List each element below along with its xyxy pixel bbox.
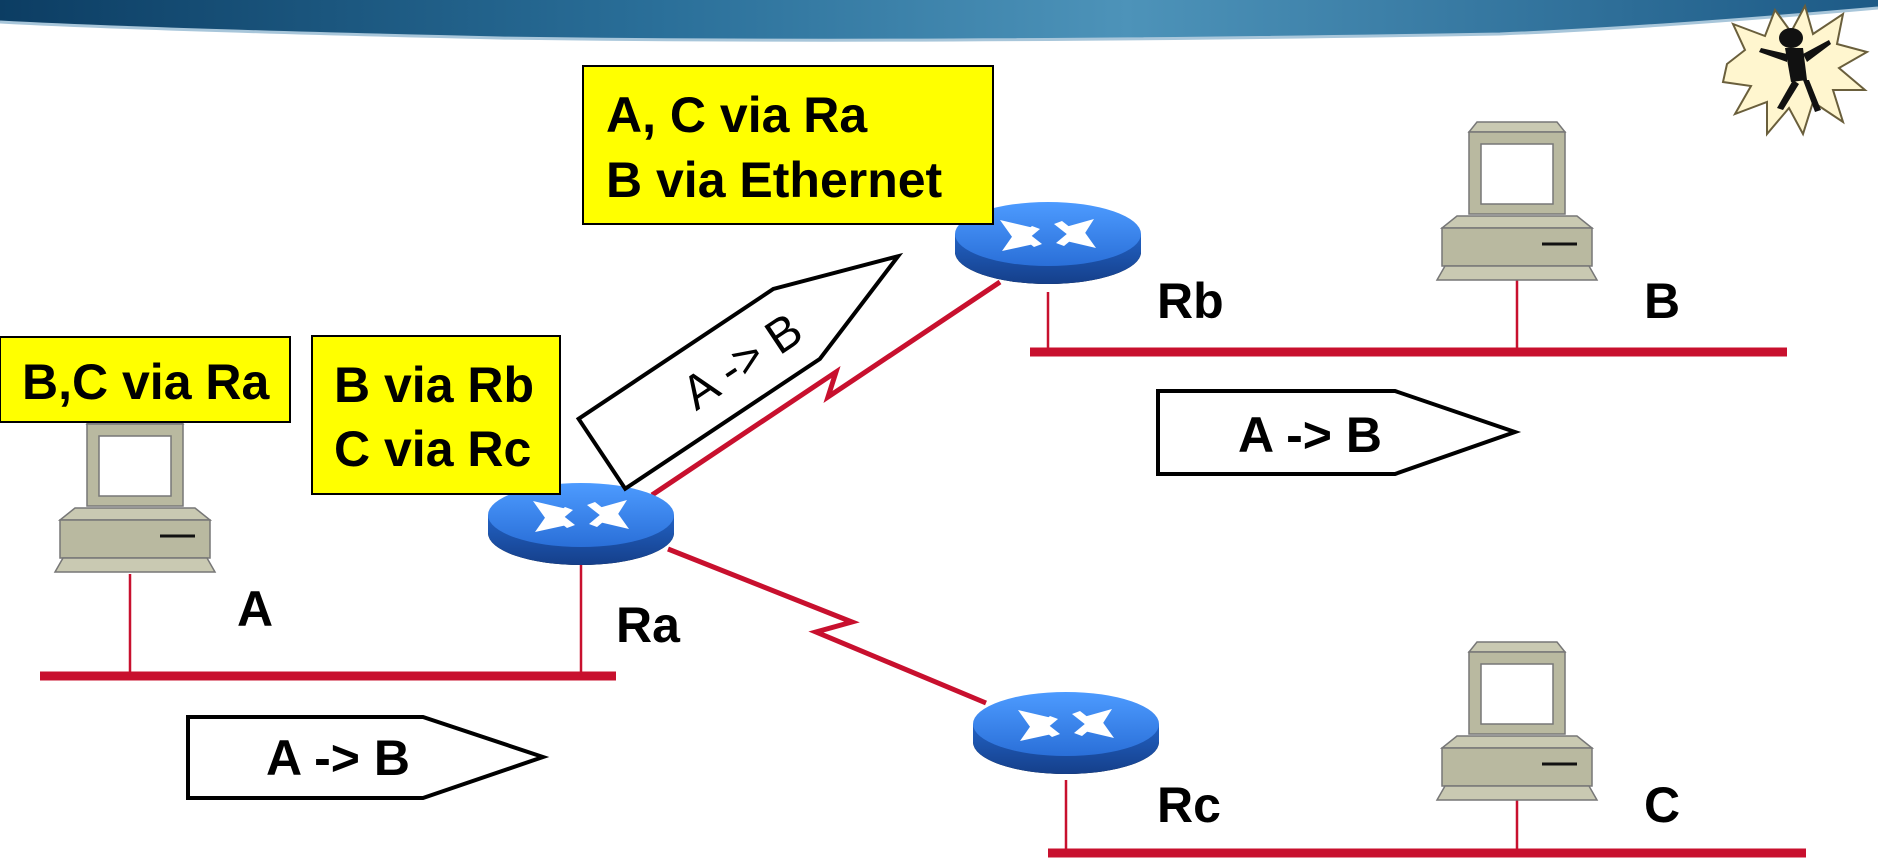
routing-table-ra-line2: C via Rc [334, 421, 531, 477]
wan-link-ra-rb [650, 279, 1002, 498]
routing-table-rb-line1: A, C via Ra [606, 87, 868, 143]
router-icon-rc [973, 692, 1159, 774]
desktop-computer-icon-b [1435, 120, 1599, 282]
packet-flag-lan-a: A -> B [186, 715, 550, 800]
desktop-computer-icon-c [1435, 640, 1599, 802]
header-banner [0, 0, 1878, 41]
routing-table-host-a-text: B,C via Ra [22, 354, 271, 410]
host-c-label: C [1644, 777, 1680, 833]
wan-link-ra-rc [667, 546, 987, 706]
routing-table-rb-line2: B via Ethernet [606, 152, 943, 208]
routing-table-host-a [0, 336, 291, 423]
desktop-computer-icon-a [53, 412, 217, 574]
juggler-mascot-logo [1721, 3, 1870, 137]
routing-table-rb [582, 65, 994, 225]
packet-flag-lan-b-label: A -> B [1238, 407, 1382, 463]
host-a-label: A [237, 581, 273, 637]
routing-table-ra-line1: B via Rb [334, 357, 534, 413]
packet-flag-lan-a-label: A -> B [266, 730, 410, 786]
router-rc-label: Rc [1157, 777, 1221, 833]
router-rb-label: Rb [1157, 273, 1224, 329]
packet-flag-wan-ra-rb: A -> B [575, 252, 904, 492]
packet-flag-lan-b: A -> B [1156, 389, 1522, 476]
routing-table-ra [311, 335, 561, 495]
router-ra-label: Ra [616, 597, 681, 653]
router-icon-ra [488, 483, 674, 565]
host-b-label: B [1644, 273, 1680, 329]
